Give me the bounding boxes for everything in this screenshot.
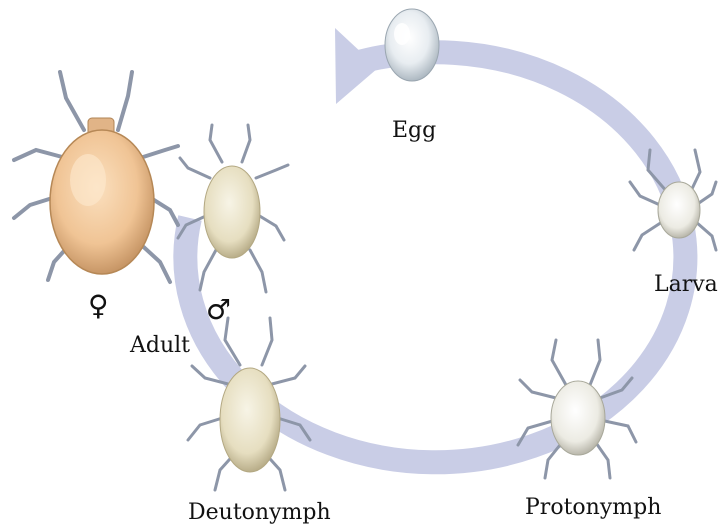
arrowhead	[335, 28, 378, 104]
egg-image	[385, 9, 439, 81]
adult-label: Adult	[130, 335, 190, 357]
larva-label: Larva	[654, 274, 718, 296]
adult-female-mite-image	[14, 72, 178, 282]
deutonymph-label: Deutonymph	[188, 502, 331, 524]
egg-label: Egg	[392, 120, 436, 142]
protonymph-label: Protonymph	[525, 497, 661, 519]
male-symbol: ♂	[206, 296, 231, 324]
larva-mite-image	[630, 150, 716, 250]
female-symbol: ♀	[88, 292, 109, 320]
